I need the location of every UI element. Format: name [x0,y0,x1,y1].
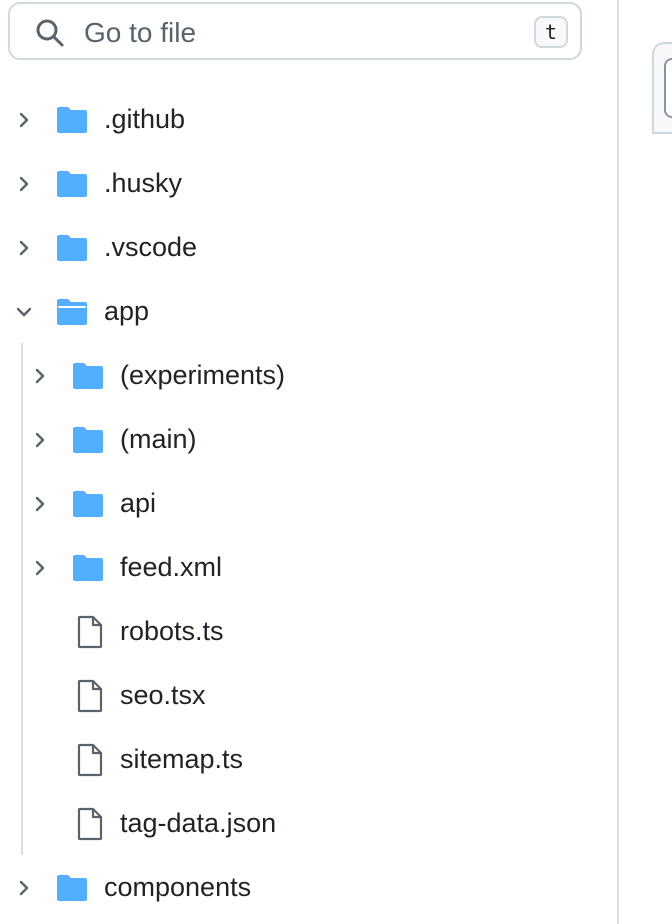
chevron-right-icon[interactable] [14,110,34,130]
tree-folder-main[interactable]: (main) [0,408,600,472]
file-icon [77,679,103,713]
chevron-right-icon[interactable] [14,878,34,898]
folder-icon [57,107,87,133]
file-icon [77,807,103,841]
tree-folder-vscode[interactable]: .vscode [0,216,600,280]
keyboard-shortcut-hint: t [534,16,568,48]
tree-file-sitemap-ts[interactable]: sitemap.ts [0,728,600,792]
tree-item-label: feed.xml [120,552,223,582]
file-icon [77,743,103,777]
folder-icon [73,491,103,517]
tree-folder-feed-xml[interactable]: feed.xml [0,536,600,600]
search-icon [36,19,64,47]
chevron-right-icon[interactable] [30,494,50,514]
tree-item-label: seo.tsx [120,680,206,710]
tree-item-label: components [104,872,252,902]
chevron-right-icon[interactable] [14,238,34,258]
tree-item-label: .vscode [104,232,198,262]
chevron-right-icon[interactable] [30,558,50,578]
folder-icon [57,171,87,197]
chevron-down-icon[interactable] [14,302,34,322]
folder-icon [57,875,87,901]
tree-item-label: (experiments) [120,360,286,390]
folder-icon [73,427,103,453]
tree-file-tag-data-json[interactable]: tag-data.json [0,792,600,856]
tree-item-label: app [104,296,150,326]
folder-icon [57,235,87,261]
go-to-file-search[interactable]: Go to file t [8,2,582,60]
tree-file-seo-tsx[interactable]: seo.tsx [0,664,600,728]
tree-folder-husky[interactable]: .husky [0,152,600,216]
chevron-right-icon[interactable] [30,430,50,450]
content-pane-button[interactable] [664,58,672,118]
tree-item-label: api [120,488,157,518]
file-icon [77,615,103,649]
tree-item-label: .github [104,104,186,134]
tree-item-label: .husky [104,168,183,198]
tree-item-label: sitemap.ts [120,744,244,774]
folder-icon [73,555,103,581]
chevron-right-icon[interactable] [30,366,50,386]
file-tree-panel: Go to file t .github .husky .vscode app (exp… [0,2,600,920]
tree-folder-experiments[interactable]: (experiments) [0,344,600,408]
tree-indent-guide [21,343,23,855]
pane-divider[interactable] [617,0,619,924]
tree-file-robots-ts[interactable]: robots.ts [0,600,600,664]
tree-folder-app[interactable]: app [0,280,600,344]
tree-item-label: tag-data.json [120,808,277,838]
folder-icon [73,363,103,389]
tree-folder-api[interactable]: api [0,472,600,536]
search-placeholder: Go to file [84,17,197,48]
chevron-right-icon[interactable] [14,174,34,194]
tree-item-label: (main) [120,424,197,454]
tree-folder-components[interactable]: components [0,856,600,920]
tree-item-label: robots.ts [120,616,224,646]
tree-folder-github[interactable]: .github [0,88,600,152]
folder-open-icon [57,299,87,325]
